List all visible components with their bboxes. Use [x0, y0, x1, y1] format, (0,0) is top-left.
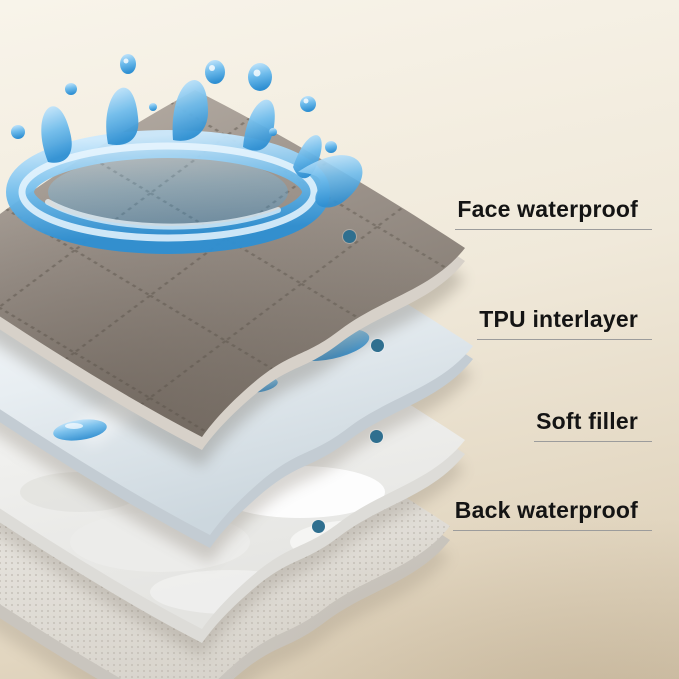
callout-soft-filler: Soft filler	[534, 408, 652, 442]
callout-back-waterproof: Back waterproof	[452, 497, 652, 531]
callout-face-waterproof: Face waterproof	[455, 196, 652, 230]
callout-label-back-waterproof: Back waterproof	[454, 497, 638, 523]
water-splash	[6, 54, 363, 254]
layer-marker-dot-tpu-interlayer	[371, 339, 384, 352]
layer-marker-dot-soft-filler	[370, 430, 383, 443]
callout-tpu-interlayer: TPU interlayer	[477, 306, 652, 340]
splash-crown	[41, 79, 322, 179]
water-droplets	[11, 54, 337, 153]
callout-label-soft-filler: Soft filler	[536, 408, 638, 434]
droplet-highlights	[123, 58, 309, 104]
callout-label-face-waterproof: Face waterproof	[457, 196, 638, 222]
callout-label-tpu-interlayer: TPU interlayer	[479, 306, 638, 332]
layer-marker-dot-back-waterproof	[312, 520, 325, 533]
layer-marker-dot-face-waterproof	[343, 230, 356, 243]
